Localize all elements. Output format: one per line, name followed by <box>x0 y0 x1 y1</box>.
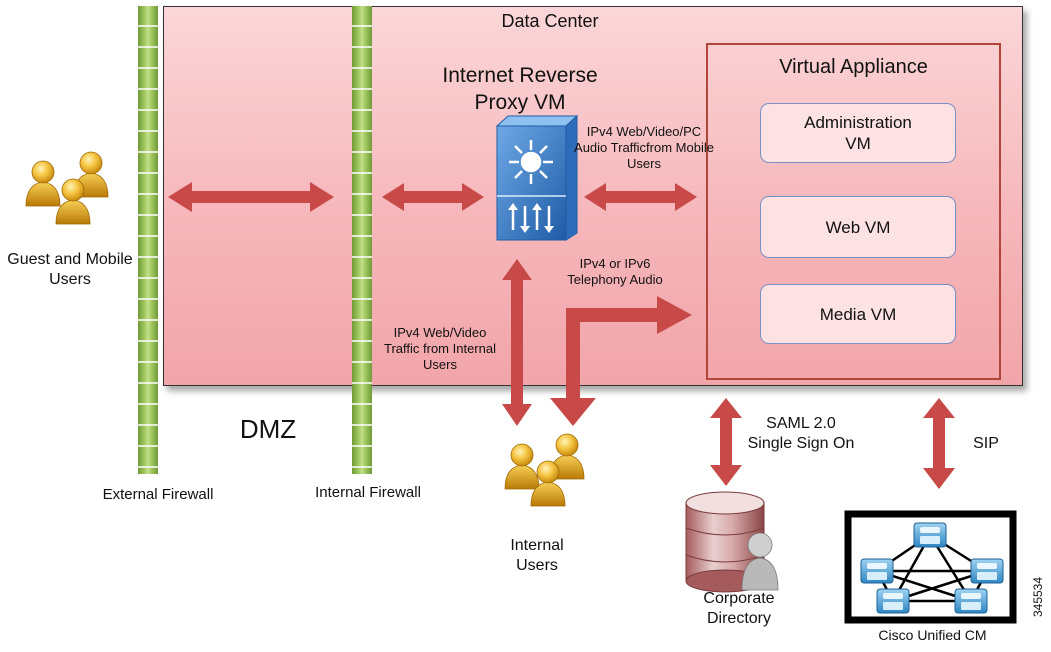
dmz-proxy-arrow <box>382 183 484 211</box>
reverse-proxy-label: Internet Reverse Proxy VM <box>442 64 598 114</box>
external-firewall-label: External Firewall <box>102 486 214 503</box>
internal-proxy-arrow <box>502 259 532 426</box>
network-switch-icon <box>495 114 579 241</box>
figure-id-label: 345534 <box>1031 576 1045 618</box>
media-vm: Media VM <box>760 284 956 344</box>
telephony-audio-label: IPv4 or IPv6 Telephony Audio <box>567 256 663 287</box>
virtual-appliance-box <box>706 43 1001 380</box>
guest-mobile-users-label: Guest and Mobile Users <box>7 251 133 288</box>
internal-firewall-label: Internal Firewall <box>315 484 421 501</box>
proxy-appliance-arrow <box>584 183 697 211</box>
virtual-appliance-label: Virtual Appliance <box>779 56 928 78</box>
external-firewall <box>138 6 158 474</box>
data-center-label: Data Center <box>501 11 599 31</box>
mobile-traffic-label: IPv4 Web/Video/PC Audio Trafficfrom Mobi… <box>574 124 714 171</box>
cisco-ucm-label: Cisco Unified CM <box>878 627 987 643</box>
saml-label: SAML 2.0 Single Sign On <box>747 415 855 452</box>
administration-vm: Administration VM <box>760 103 956 163</box>
external-link-arrow <box>168 182 334 212</box>
media-vm-label: Media VM <box>819 304 897 324</box>
corporate-directory-label: Corporate Directory <box>703 590 775 627</box>
saml-arrow <box>710 398 742 486</box>
telephony-arrow <box>550 296 692 426</box>
guest-users-icon <box>25 151 109 225</box>
internal-users-label: Internal Users <box>510 537 564 574</box>
internal-users-icon <box>504 433 585 507</box>
web-vm: Web VM <box>760 196 956 258</box>
sip-arrow <box>923 398 955 489</box>
dmz-label: DMZ <box>239 414 297 444</box>
database-user-icon <box>685 491 779 593</box>
administration-vm-label: Administration VM <box>804 113 912 153</box>
internal-traffic-label: IPv4 Web/Video Traffic from Internal Use… <box>384 325 496 372</box>
web-vm-label: Web VM <box>825 217 891 237</box>
internal-firewall <box>352 6 372 474</box>
sip-label: SIP <box>973 435 999 452</box>
ip-phone-network-icon <box>844 510 1017 624</box>
